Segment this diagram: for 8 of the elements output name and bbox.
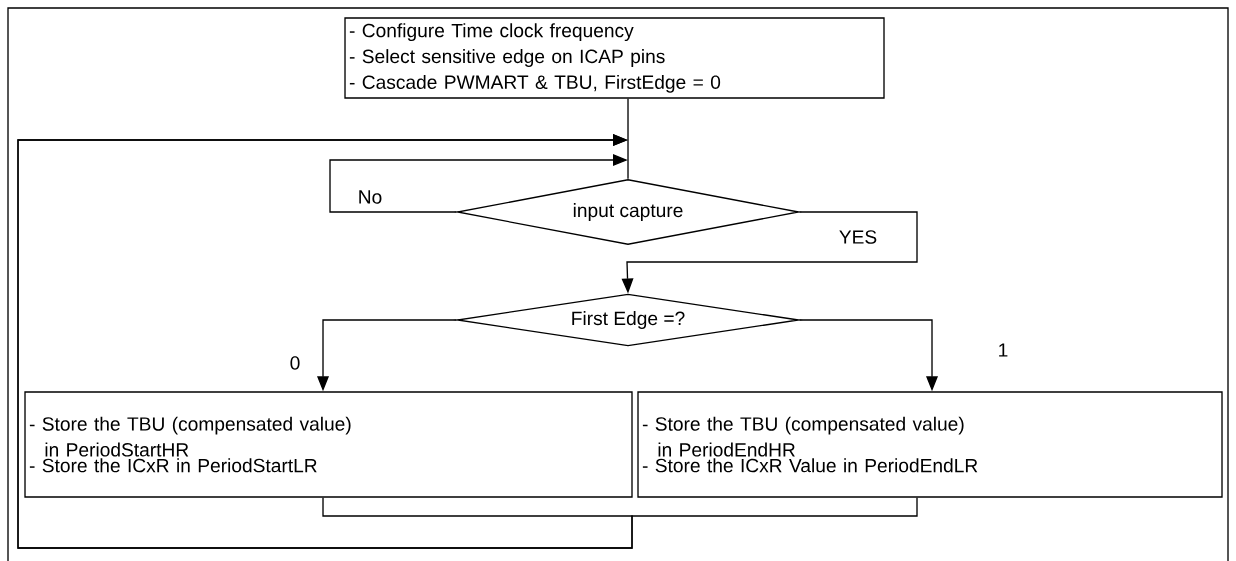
process-box: - Configure Time clock frequency - Select sensitive edge on ICAP pins - Cascade PWMART & TBU, FirstEdge = 0 — [344, 17, 885, 99]
edge-label: YES — [837, 228, 879, 246]
arrow — [17, 134, 918, 549]
edge-label: No — [356, 188, 384, 206]
process-box: - Store the TBU (compensated value) in PeriodEndHR - Store the ICxR Value in PeriodEndLR — [637, 391, 1223, 498]
process-box: - Store the TBU (compensated value) in PeriodStartHR - Store the ICxR in PeriodStartLR — [24, 391, 633, 498]
edge-label: 0 — [288, 354, 302, 372]
edge-label: 1 — [996, 341, 1010, 359]
